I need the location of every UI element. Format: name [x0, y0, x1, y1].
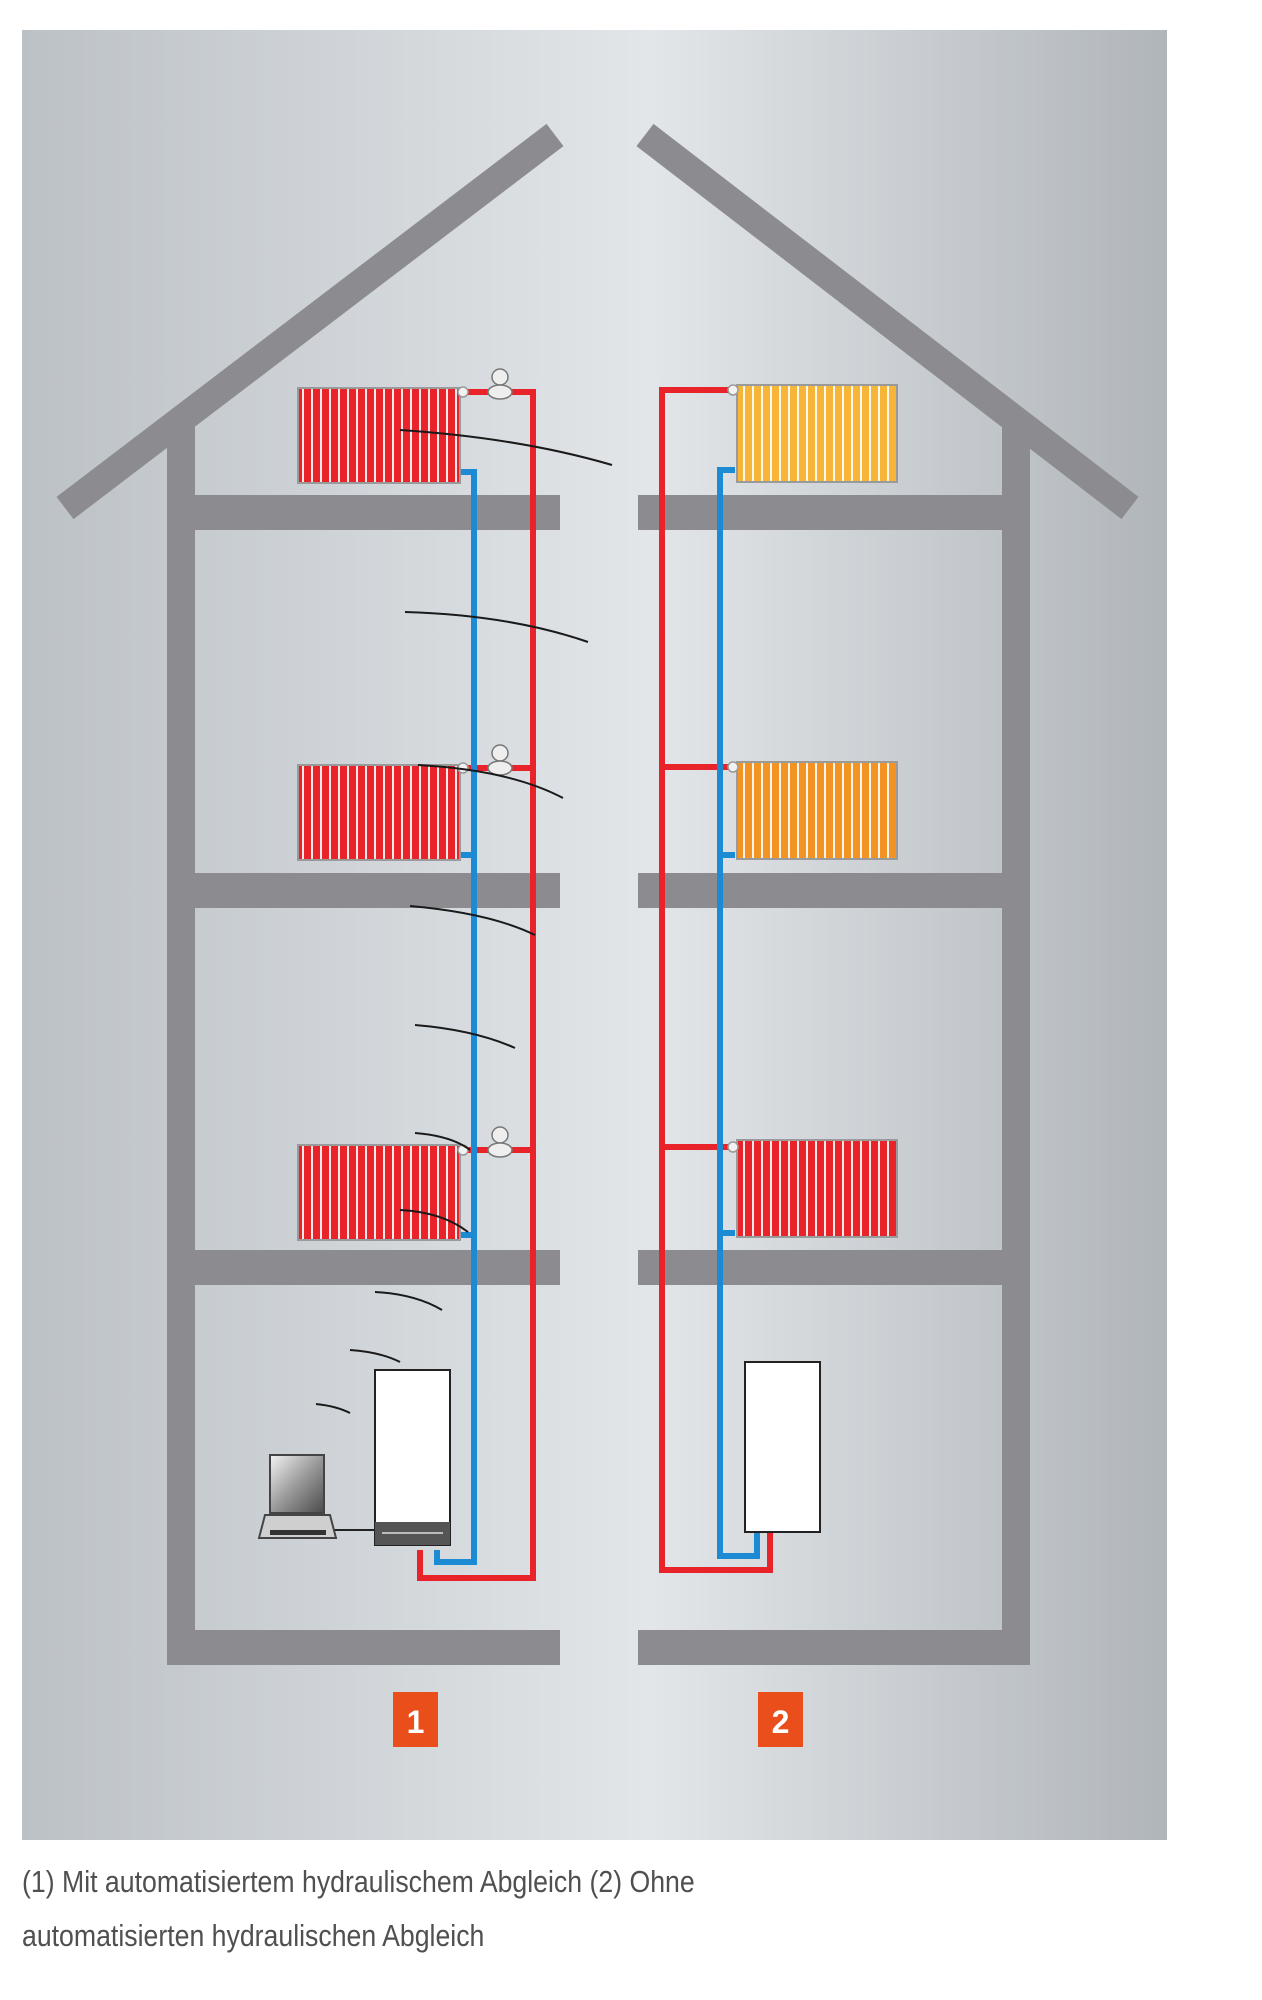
wall-right: [1002, 425, 1030, 1665]
roof-right: [636, 123, 1139, 520]
roof-left: [56, 123, 564, 520]
radiator-1-middle: [297, 762, 469, 861]
system-1: 1: [257, 368, 613, 1747]
boiler-icon: [374, 1369, 451, 1546]
floor-3-left: [195, 495, 560, 530]
diagram-background: [22, 30, 1167, 1840]
heating-system-diagram: 1 2: [22, 30, 1167, 1840]
radiator-2-bottom: [727, 1139, 898, 1238]
caption-line-1: (1) Mit automatisiertem hydraulischem Ab…: [22, 1864, 695, 1899]
return-pipe-1: [434, 469, 477, 1565]
floor-1-left: [195, 1250, 560, 1285]
floor-0-right: [638, 1630, 1030, 1665]
laptop-icon: [257, 1454, 338, 1539]
floor-2-left: [195, 873, 560, 908]
system-1-label: 1: [407, 1704, 425, 1740]
boiler-icon: [744, 1361, 821, 1533]
radiator-2-top: [727, 384, 898, 483]
house-structure: [56, 123, 1139, 1665]
system-2: 2: [659, 384, 898, 1747]
caption-line-2: automatisierten hydraulischen Abgleich: [22, 1918, 485, 1953]
radiator-2-middle: [727, 761, 898, 860]
floor-2-right: [638, 873, 1002, 908]
thermostatic-valve-icon: [487, 368, 513, 1158]
radiator-1-top: [297, 386, 469, 484]
wireless-signal-icon: [315, 429, 613, 1414]
floor-0-left: [167, 1630, 560, 1665]
wall-left: [167, 425, 195, 1665]
floor-1-right: [638, 1250, 1002, 1285]
system-1-label-box: [393, 1692, 438, 1747]
return-pipe-2: [717, 467, 760, 1559]
radiator-1-bottom: [297, 1144, 469, 1241]
figure-caption: (1) Mit automatisiertem hydraulischem Ab…: [22, 1855, 796, 1963]
floor-3-right: [638, 495, 1002, 530]
system-2-label-box: [758, 1692, 803, 1747]
system-2-label: 2: [772, 1704, 790, 1740]
